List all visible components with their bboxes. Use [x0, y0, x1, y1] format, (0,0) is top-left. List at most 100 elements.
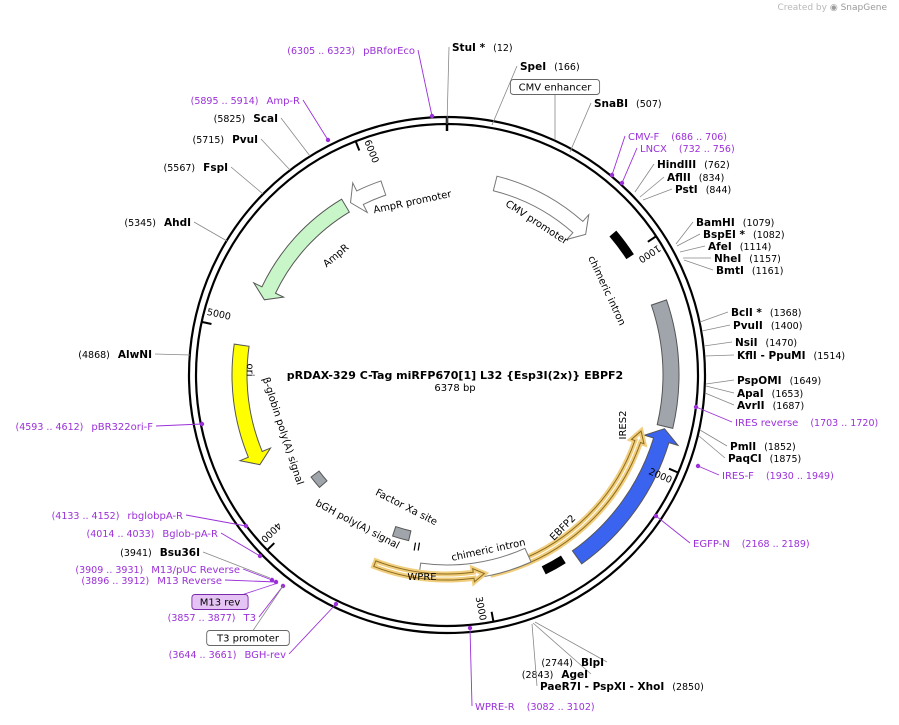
primer-m13-reverse[interactable]: (3896 .. 3912)M13 Reverse: [81, 576, 279, 587]
site-position: (834): [699, 173, 725, 184]
primer-name: IRES reverse: [735, 418, 798, 429]
site-name: HindIII: [657, 159, 696, 171]
snapgene-logo: ◉: [829, 3, 838, 13]
site-pspomi[interactable]: PspOMI(1649): [705, 375, 822, 387]
site-avrii[interactable]: AvrII(1687): [704, 392, 804, 412]
site-label: AvrII(1687): [737, 400, 804, 412]
site-stui[interactable]: StuI *(12): [446, 42, 513, 125]
primer-position: (3644 .. 3661): [169, 650, 237, 661]
site-label: BclI *(1368): [731, 307, 801, 319]
primer-leader-line: [185, 514, 247, 527]
site-paer7i-pspxi-xhoi[interactable]: PaeR7I - PspXI - XhoI(2850): [531, 623, 704, 693]
box-frame: [509, 79, 601, 95]
site-leader-line: [446, 46, 450, 125]
box-frame: [206, 630, 290, 646]
site-fspi[interactable]: (5567)FspI: [164, 162, 264, 195]
primer-cmv-f[interactable]: CMV-F(686 .. 706): [609, 132, 727, 178]
site-leader-line: [676, 233, 701, 247]
primer-binding-mark: [429, 113, 435, 119]
primer-name: Amp-R: [267, 96, 301, 107]
box-text: CMV enhancer: [519, 83, 593, 94]
site-kfli-ppumi[interactable]: KflI - PpuMI(1514): [704, 350, 845, 362]
boxed-label-t3-promoter[interactable]: T3 promoter: [206, 585, 290, 646]
site-leader-line: [704, 354, 735, 357]
site-alwni[interactable]: (4868)AlwNI: [78, 349, 191, 361]
site-afei[interactable]: AfeI(1114): [679, 241, 771, 253]
primer-egfp-n[interactable]: EGFP-N(2168 .. 2189): [653, 513, 810, 550]
feature-label-bgh-poly-a-signal: bGH poly(A) signal: [313, 498, 401, 552]
site-paqci[interactable]: PaqCI(1875): [698, 435, 802, 465]
site-pvuii[interactable]: PvuII(1400): [701, 320, 802, 332]
primer-label: (5895 .. 5914)Amp-R: [191, 96, 300, 107]
primer-amp-r[interactable]: (5895 .. 5914)Amp-R: [191, 96, 331, 143]
site-ahdi[interactable]: (5345)AhdI: [124, 217, 228, 242]
box-leader-line: [247, 585, 284, 639]
site-bcli[interactable]: BclI *(1368): [699, 307, 801, 323]
site-label: (2843)AgeI: [522, 669, 588, 681]
site-psti[interactable]: PstI(844): [642, 184, 731, 201]
site-position: (1852): [764, 442, 796, 453]
primer-rbglobpa-r[interactable]: (4133 .. 4152)rbglobpA-R: [52, 511, 249, 529]
site-pmli[interactable]: PmlI(1852): [699, 429, 796, 453]
site-name: KflI - PpuMI: [737, 350, 806, 362]
site-name: AvrII: [737, 400, 765, 412]
primer-label: CMV-F(686 .. 706): [628, 132, 727, 143]
factor-xa-site-mark: [413, 542, 417, 551]
site-apai[interactable]: ApaI(1653): [705, 385, 803, 400]
tick-mark: [647, 235, 657, 243]
primer-leader-line: [697, 465, 720, 476]
site-position: (1649): [790, 376, 822, 387]
site-agei[interactable]: (2843)AgeI: [522, 622, 592, 681]
credit-text: Created by: [777, 3, 827, 13]
primer-bgh-rev[interactable]: (3644 .. 3661)BGH-rev: [169, 601, 339, 661]
primer-position: (4014 .. 4033): [87, 529, 155, 540]
site-name: NheI: [714, 253, 741, 265]
site-nhei[interactable]: NheI(1157): [683, 253, 781, 265]
site-label: HindIII(762): [657, 159, 730, 171]
primer-ires-f[interactable]: IRES-F(1930 .. 1949): [695, 463, 834, 482]
feature-ires2: [650, 299, 680, 429]
primer-bglob-pa-r[interactable]: (4014 .. 4033)Bglob-pA-R: [87, 529, 263, 559]
sites-layer: StuI *(12)SpeI(166)SnaBI(507) HindIII(762…: [78, 42, 845, 693]
site-bamhi[interactable]: BamHI(1079): [675, 217, 774, 245]
site-spei[interactable]: SpeI(166): [491, 61, 580, 126]
features-layer: [231, 175, 680, 587]
primer-name: pBRforEco: [363, 46, 415, 57]
primer-pbrforeco[interactable]: (6305 .. 6323)pBRforEco: [287, 46, 435, 119]
site-snabi[interactable]: SnaBI(507): [569, 98, 662, 153]
primer-leader-line: [611, 135, 626, 176]
site-aflii[interactable]: AflII(834): [639, 172, 725, 198]
primer-pbr322ori-f[interactable]: (4593 .. 4612)pBR322ori-F: [16, 421, 205, 433]
primer-m13-puc-reverse[interactable]: (3909 .. 3931)M13/pUC Reverse: [75, 565, 275, 583]
map-title: pRDAX-329 C-Tag miRFP670[1] L32 {Esp3I(2…: [287, 369, 623, 394]
site-pvui[interactable]: (5715)PvuI: [192, 134, 291, 171]
site-blpi[interactable]: (2744)BlpI: [534, 621, 608, 669]
site-position: (1875): [770, 454, 802, 465]
tick-mark: [201, 320, 212, 325]
primer-lncx[interactable]: LNCX(732 .. 756): [619, 144, 735, 186]
site-leader-line: [704, 392, 735, 406]
boxed-label-m13-rev[interactable]: M13 rev: [191, 582, 279, 610]
primer-wpre-r[interactable]: WPRE-R(3082 .. 3102): [467, 625, 595, 713]
primer-label: IRES-F(1930 .. 1949): [722, 471, 834, 482]
site-name: ScaI: [253, 113, 278, 125]
site-label: PmlI(1852): [730, 441, 796, 453]
site-leader-line: [531, 623, 538, 687]
primer-ires-reverse[interactable]: IRES reverse(1703 .. 1720): [693, 404, 878, 429]
site-scai[interactable]: (5825)ScaI: [214, 113, 311, 157]
site-nsii[interactable]: NsiI(1470): [703, 337, 797, 349]
site-bspei[interactable]: BspEI *(1082): [676, 229, 785, 247]
site-name: BlpI: [581, 657, 604, 669]
site-bsu36i[interactable]: (3941)Bsu36I: [120, 547, 271, 579]
primer-name: M13/pUC Reverse: [151, 565, 240, 576]
site-bmti[interactable]: BmtI(1161): [683, 259, 783, 277]
site-hindiii[interactable]: HindIII(762): [634, 159, 730, 193]
site-label: (4868)AlwNI: [78, 349, 152, 361]
primer-leader-line: [417, 49, 433, 117]
feature-label-globin-poly-a-signal: β-globin poly(A) signal: [260, 376, 305, 486]
boxed-label-cmv-enhancer[interactable]: CMV enhancer: [509, 79, 601, 141]
primer-label: (4593 .. 4612)pBR322ori-F: [16, 422, 154, 433]
primer-leader-line: [258, 585, 284, 618]
site-label: KflI - PpuMI(1514): [737, 350, 845, 362]
